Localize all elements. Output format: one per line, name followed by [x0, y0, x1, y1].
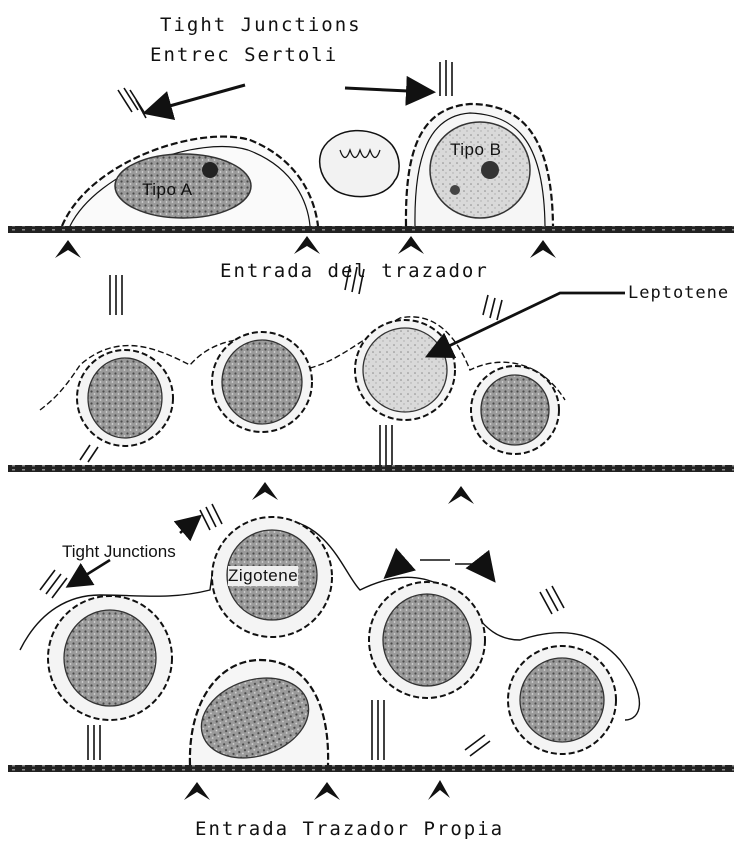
arrow-junction-zigotene	[180, 518, 198, 533]
label-leptotene: Leptotene	[628, 283, 729, 303]
label-tipo-b: Tipo B	[450, 140, 502, 160]
tracer-arrowheads-bottom	[184, 780, 450, 800]
label-tight-junctions: Tight Junctions	[62, 542, 176, 562]
basement-membrane-bottom	[8, 765, 734, 772]
label-zigotene: Zigotene	[228, 566, 298, 586]
arrow-tight-junctions-bottom	[70, 560, 110, 585]
basement-membrane-middle	[8, 465, 734, 472]
label-entrada-trazador-propia: Entrada Trazador Propia	[195, 818, 504, 840]
sertoli-cell-shape	[320, 131, 399, 197]
basement-membrane-top	[8, 226, 734, 233]
tight-junction-marks-top	[118, 60, 452, 118]
label-entrada-del-trazador: Entrada del trazador	[220, 260, 489, 282]
tracer-arrowheads-middle	[252, 482, 474, 504]
panel-middle	[8, 265, 734, 504]
label-tight-junctions-sertoli-2: Entrec Sertoli	[150, 44, 338, 66]
label-tipo-a: Tipo A	[142, 180, 193, 200]
arrow-to-junction-right	[345, 88, 430, 92]
panel-top	[8, 60, 734, 258]
label-tight-junctions-sertoli-1: Tight Junctions	[160, 14, 362, 36]
nucleus-tipo-b	[430, 122, 530, 218]
arrow-to-junction-left	[148, 85, 245, 112]
leptotene-pointer	[430, 293, 625, 355]
tracer-arrowheads-top	[55, 236, 556, 258]
